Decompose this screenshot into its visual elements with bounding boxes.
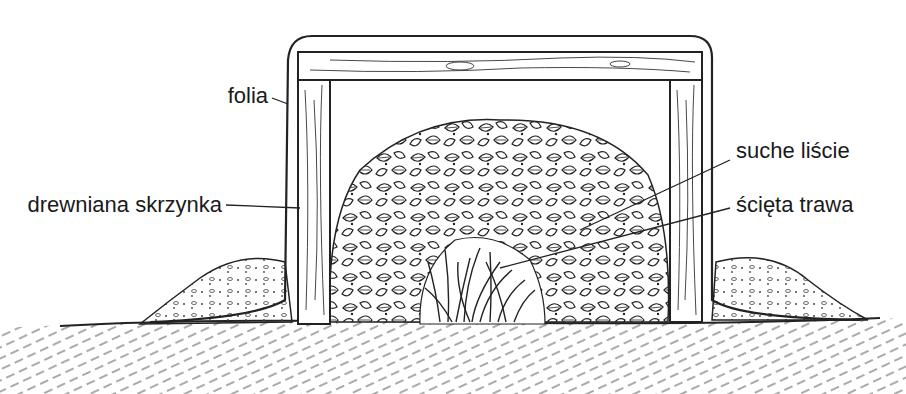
part-label: suche liście — [736, 139, 850, 163]
part-label: folia — [228, 84, 268, 108]
part-label: drewniana skrzynka — [28, 193, 222, 217]
part-label: ścięta trawa — [736, 193, 853, 217]
